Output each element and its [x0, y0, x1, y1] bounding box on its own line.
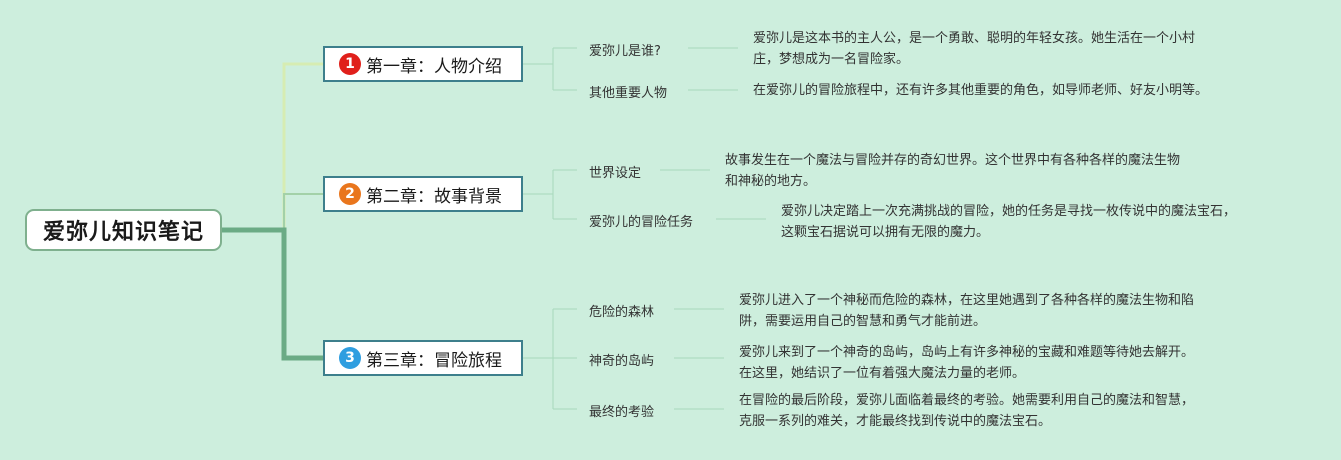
detail-line: 庄，梦想成为一名冒险家。 — [753, 52, 910, 67]
detail-line: 爱弥儿来到了一个神奇的岛屿，岛屿上有许多神秘的宝藏和难题等待她去解开。 — [739, 345, 1195, 360]
root-node[interactable]: 爱弥儿知识笔记 — [25, 209, 222, 251]
detail-final-test[interactable]: 在冒险的最后阶段，爱弥儿面临着最终的考验。她需要利用自己的魔法和智慧， 克服一系… — [739, 390, 1194, 432]
chapter-3-title: 第三章：冒险旅程 — [366, 350, 502, 371]
detail-magic-island[interactable]: 爱弥儿来到了一个神奇的岛屿，岛屿上有许多神秘的宝藏和难题等待她去解开。 在这里，… — [739, 342, 1194, 384]
detail-line: 克服一系列的难关，才能最终找到传说中的魔法宝石。 — [739, 414, 1052, 429]
detail-line: 故事发生在一个魔法与冒险并存的奇幻世界。这个世界中有各种各样的魔法生物 — [725, 153, 1181, 168]
chapter-1-node[interactable]: 1 第一章：人物介绍 — [323, 46, 523, 82]
chapter-1-number-badge: 1 — [339, 53, 361, 75]
chapter-2-node[interactable]: 2 第二章：故事背景 — [323, 176, 523, 212]
root-title: 爱弥儿知识笔记 — [42, 220, 204, 245]
detail-adventure-mission[interactable]: 爱弥儿决定踏上一次充满挑战的冒险，她的任务是寻找一枚传说中的魔法宝石， 这颗宝石… — [781, 201, 1236, 243]
detail-line: 爱弥儿决定踏上一次充满挑战的冒险，她的任务是寻找一枚传说中的魔法宝石， — [781, 204, 1237, 219]
branch-line-ch1 — [222, 62, 323, 232]
topic-world-setting[interactable]: 世界设定 — [589, 166, 642, 181]
branch-line-ch2 — [222, 193, 323, 231]
chapter-3-number-badge: 3 — [339, 347, 361, 369]
topic-who-is-emile[interactable]: 爱弥儿是谁? — [589, 44, 661, 59]
detail-line: 爱弥儿进入了一个神秘而危险的森林，在这里她遇到了各种各样的魔法生物和陷 — [739, 293, 1195, 308]
chapter-1-title: 第一章：人物介绍 — [366, 56, 502, 77]
detail-line: 在爱弥儿的冒险旅程中，还有许多其他重要的角色，如导师老师、好友小明等。 — [753, 83, 1209, 98]
topic-final-test[interactable]: 最终的考验 — [589, 405, 655, 420]
topic-other-characters[interactable]: 其他重要人物 — [589, 86, 668, 101]
subtree-ch1 — [523, 47, 738, 91]
topic-magic-island[interactable]: 神奇的岛屿 — [589, 354, 655, 369]
subtree-ch2 — [523, 169, 766, 220]
chapter-3-node[interactable]: 3 第三章：冒险旅程 — [323, 340, 523, 376]
detail-line: 在这里，她结识了一位有着强大魔法力量的老师。 — [739, 366, 1026, 381]
detail-line: 阱，需要运用自己的智慧和勇气才能前进。 — [739, 314, 987, 329]
branch-line-ch3 — [222, 227, 323, 361]
detail-line: 爱弥儿是这本书的主人公，是一个勇敢、聪明的年轻女孩。她生活在一个小村 — [753, 31, 1196, 46]
detail-other-characters[interactable]: 在爱弥儿的冒险旅程中，还有许多其他重要的角色，如导师老师、好友小明等。 — [753, 80, 1208, 101]
chapter-2-title: 第二章：故事背景 — [366, 186, 502, 207]
detail-who-is-emile[interactable]: 爱弥儿是这本书的主人公，是一个勇敢、聪明的年轻女孩。她生活在一个小村 庄，梦想成… — [753, 28, 1195, 70]
chapter-2-number-badge: 2 — [339, 183, 361, 205]
detail-line: 和神秘的地方。 — [725, 174, 817, 189]
detail-line: 这颗宝石据说可以拥有无限的魔力。 — [781, 225, 990, 240]
subtree-ch3 — [523, 308, 724, 410]
topic-adventure-mission[interactable]: 爱弥儿的冒险任务 — [589, 215, 694, 230]
topic-dangerous-forest[interactable]: 危险的森林 — [589, 305, 655, 320]
detail-dangerous-forest[interactable]: 爱弥儿进入了一个神秘而危险的森林，在这里她遇到了各种各样的魔法生物和陷 阱，需要… — [739, 290, 1194, 332]
detail-world-setting[interactable]: 故事发生在一个魔法与冒险并存的奇幻世界。这个世界中有各种各样的魔法生物 和神秘的… — [725, 150, 1180, 192]
detail-line: 在冒险的最后阶段，爱弥儿面临着最终的考验。她需要利用自己的魔法和智慧， — [739, 393, 1195, 408]
